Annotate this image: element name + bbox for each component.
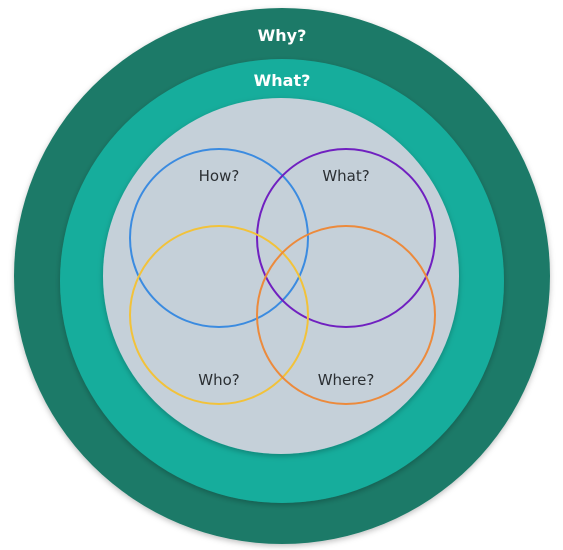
venn-label-what: What? bbox=[322, 167, 369, 185]
venn-label-how: How? bbox=[199, 167, 240, 185]
venn-circle-how bbox=[129, 148, 309, 328]
venn-circle-what bbox=[256, 148, 436, 328]
venn-circle-who bbox=[129, 225, 309, 405]
middle-ring-label: What? bbox=[254, 71, 311, 90]
venn-label-who: Who? bbox=[198, 371, 239, 389]
venn-circle-where bbox=[256, 225, 436, 405]
venn-label-where: Where? bbox=[318, 371, 375, 389]
inner-disc bbox=[103, 98, 459, 454]
outer-ring-label: Why? bbox=[258, 26, 307, 45]
